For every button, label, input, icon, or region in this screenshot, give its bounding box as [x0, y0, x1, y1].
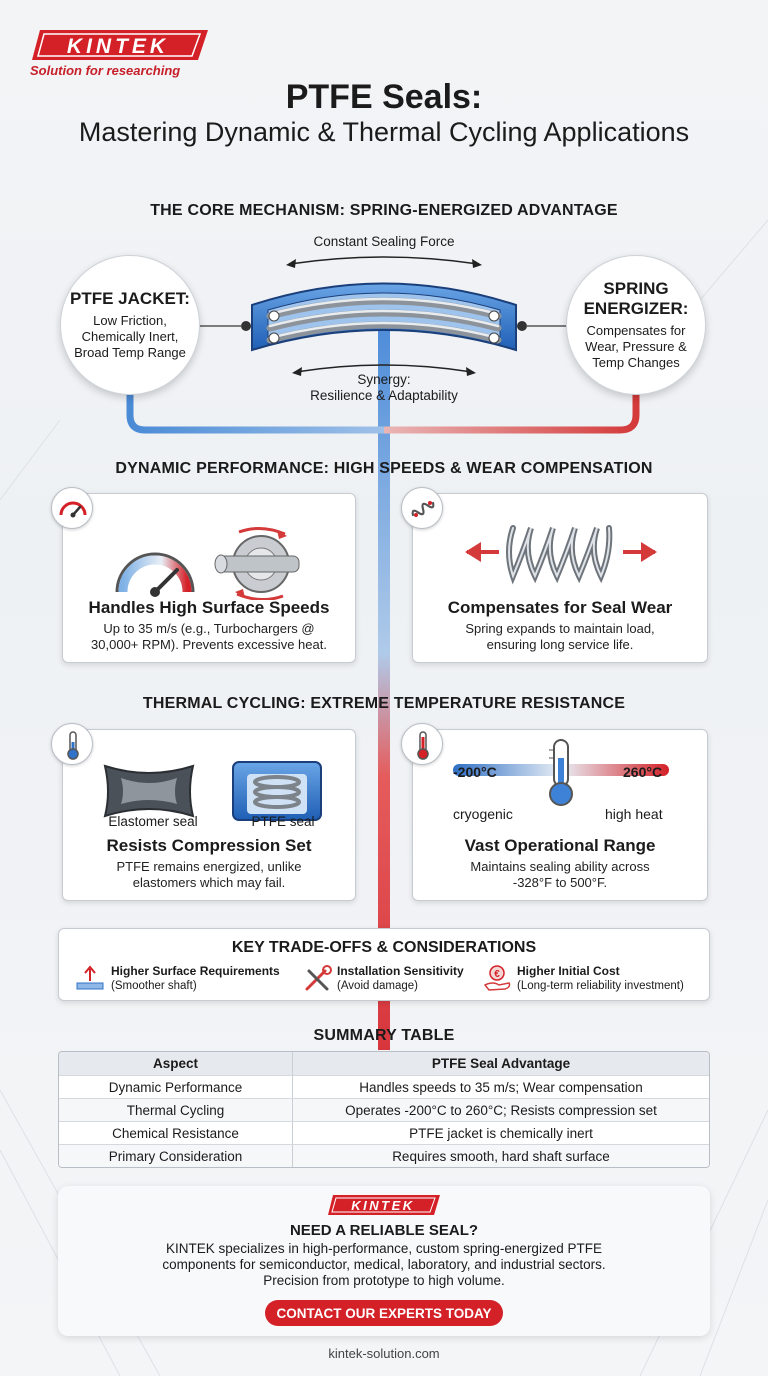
kintek-logo: KINTEK [32, 30, 208, 60]
contact-experts-button[interactable]: CONTACT OUR EXPERTS TODAY [265, 1300, 503, 1326]
table-cell: Primary Consideration [59, 1145, 293, 1167]
tradeoff-installation: Installation Sensitivity (Avoid damage) [337, 964, 497, 993]
summary-heading: SUMMARY TABLE [313, 1027, 455, 1044]
cta-line-3: Precision from prototype to high volume. [263, 1273, 505, 1288]
tradeoff-surface-title: Higher Surface Requirements [111, 964, 280, 978]
tradeoffs-heading: KEY TRADE-OFFS & CONSIDERATIONS [231, 939, 537, 956]
range-desc: Maintains sealing ability across -328°F … [470, 859, 650, 890]
table-row: Chemical Resistance PTFE jacket is chemi… [59, 1121, 709, 1144]
temp-low: -200°C [453, 764, 497, 780]
cost-hand-icon: € [483, 965, 511, 991]
spring-energizer-title: SPRING ENERGIZER: [583, 279, 689, 318]
card-wear-comp: Compensates for Seal Wear Spring expands… [412, 493, 708, 663]
elastomer-label: Elastomer seal [108, 814, 198, 829]
high-speed-title: Handles High Surface Speeds [88, 598, 330, 617]
wear-comp-title: Compensates for Seal Wear [447, 598, 673, 617]
table-cell: Operates -200°C to 260°C; Resists compre… [345, 1102, 657, 1118]
thermal-heading: THERMAL CYCLING: EXTREME TEMPERATURE RES… [142, 695, 626, 712]
synergy-sub: Resilience & Adaptability [310, 388, 458, 403]
gauge-turbo-icon [115, 527, 300, 600]
cta-line-1: KINTEK specializes in high-performance, … [166, 1241, 602, 1256]
tradeoff-cost-title: Higher Initial Cost [517, 964, 620, 978]
surface-icon [76, 965, 104, 990]
thermometer-range-icon [549, 739, 573, 806]
cta-line-2: components for semiconductor, medical, l… [162, 1257, 606, 1272]
seal-comparison-icon [103, 761, 322, 821]
ptfe-jacket-circle: PTFE JACKET: Low Friction, Chemically In… [60, 255, 200, 395]
svg-text:KINTEK: KINTEK [351, 1198, 414, 1213]
table-row: Primary Consideration Requires smooth, h… [59, 1144, 709, 1167]
table-header-aspect: Aspect [59, 1052, 293, 1075]
tradeoff-installation-sub: (Avoid damage) [337, 980, 418, 992]
table-header-advantage: PTFE Seal Advantage [431, 1056, 571, 1071]
compression-title: Resists Compression Set [106, 836, 312, 855]
footer-url[interactable]: kintek-solution.com [328, 1346, 440, 1361]
page-title: PTFE Seals: [285, 78, 483, 116]
cta-kintek-logo: KINTEK [328, 1195, 440, 1215]
spring-energizer-circle: SPRING ENERGIZER: Compensates for Wear, … [566, 255, 706, 395]
tradeoff-cost-sub: (Long-term reliability investment) [517, 980, 684, 992]
cta-heading: NEED A RELIABLE SEAL? [289, 1222, 479, 1239]
core-heading: THE CORE MECHANISM: SPRING-ENERGIZED ADV… [150, 202, 618, 219]
wear-comp-desc: Spring expands to maintain load, ensurin… [465, 621, 655, 652]
tools-icon [305, 965, 332, 991]
spring-seal-illustration [241, 256, 527, 376]
ptfe-jacket-title: PTFE JACKET: [70, 289, 190, 308]
table-cell: Thermal Cycling [59, 1099, 293, 1121]
temp-high: 260°C [623, 764, 663, 780]
table-cell: Handles speeds to 35 m/s; Wear compensat… [359, 1079, 643, 1095]
page-subtitle: Mastering Dynamic & Thermal Cycling Appl… [78, 117, 690, 147]
table-cell: PTFE jacket is chemically inert [409, 1125, 593, 1141]
tradeoff-surface: Higher Surface Requirements (Smoother sh… [111, 964, 301, 993]
card-high-speed: Handles High Surface Speeds Up to 35 m/s… [62, 493, 356, 663]
logo-tagline: Solution for researching [30, 63, 181, 78]
summary-table: Aspect PTFE Seal Advantage Dynamic Perfo… [58, 1051, 710, 1168]
spring-expand-icon [465, 525, 657, 585]
tradeoffs-box: KEY TRADE-OFFS & CONSIDERATIONS Higher S… [58, 928, 710, 1001]
thermometer-icon [51, 723, 93, 765]
table-cell: Dynamic Performance [59, 1076, 293, 1098]
svg-text:€: € [494, 969, 500, 980]
tradeoff-cost: Higher Initial Cost (Long-term reliabili… [517, 964, 707, 993]
table-row: Dynamic Performance Handles speeds to 35… [59, 1075, 709, 1098]
speedometer-icon [51, 487, 93, 529]
force-label: Constant Sealing Force [313, 234, 455, 249]
ptfe-jacket-desc: Low Friction, Chemically Inert, Broad Te… [74, 313, 186, 360]
table-header-row: Aspect PTFE Seal Advantage [59, 1052, 709, 1075]
card-operational-range: -200°C 260°C cryogenic high heat Vast Op… [412, 729, 708, 901]
tradeoff-surface-sub: (Smoother shaft) [111, 980, 197, 992]
synergy-label: Synergy: [357, 372, 411, 387]
svg-text:KINTEK: KINTEK [67, 35, 169, 58]
ptfe-seal-label: PTFE seal [251, 814, 315, 829]
high-speed-desc: Up to 35 m/s (e.g., Turbochargers @ 30,0… [91, 621, 327, 652]
spring-energizer-desc: Compensates for Wear, Pressure & Temp Ch… [585, 323, 687, 370]
hot-thermometer-icon [401, 723, 443, 765]
label-cryogenic: cryogenic [453, 806, 513, 822]
table-cell: Chemical Resistance [59, 1122, 293, 1144]
table-cell: Requires smooth, hard shaft surface [392, 1148, 610, 1164]
range-title: Vast Operational Range [464, 836, 656, 855]
table-row: Thermal Cycling Operates -200°C to 260°C… [59, 1098, 709, 1121]
compression-desc: PTFE remains energized, unlike elastomer… [116, 859, 302, 890]
connector-lines [200, 325, 568, 327]
tradeoff-installation-title: Installation Sensitivity [337, 964, 464, 978]
card-compression-set: Elastomer seal PTFE seal Resists Compres… [62, 729, 356, 901]
label-high-heat: high heat [605, 806, 663, 822]
spring-icon [401, 487, 443, 529]
dynamic-heading: DYNAMIC PERFORMANCE: HIGH SPEEDS & WEAR … [115, 460, 653, 477]
